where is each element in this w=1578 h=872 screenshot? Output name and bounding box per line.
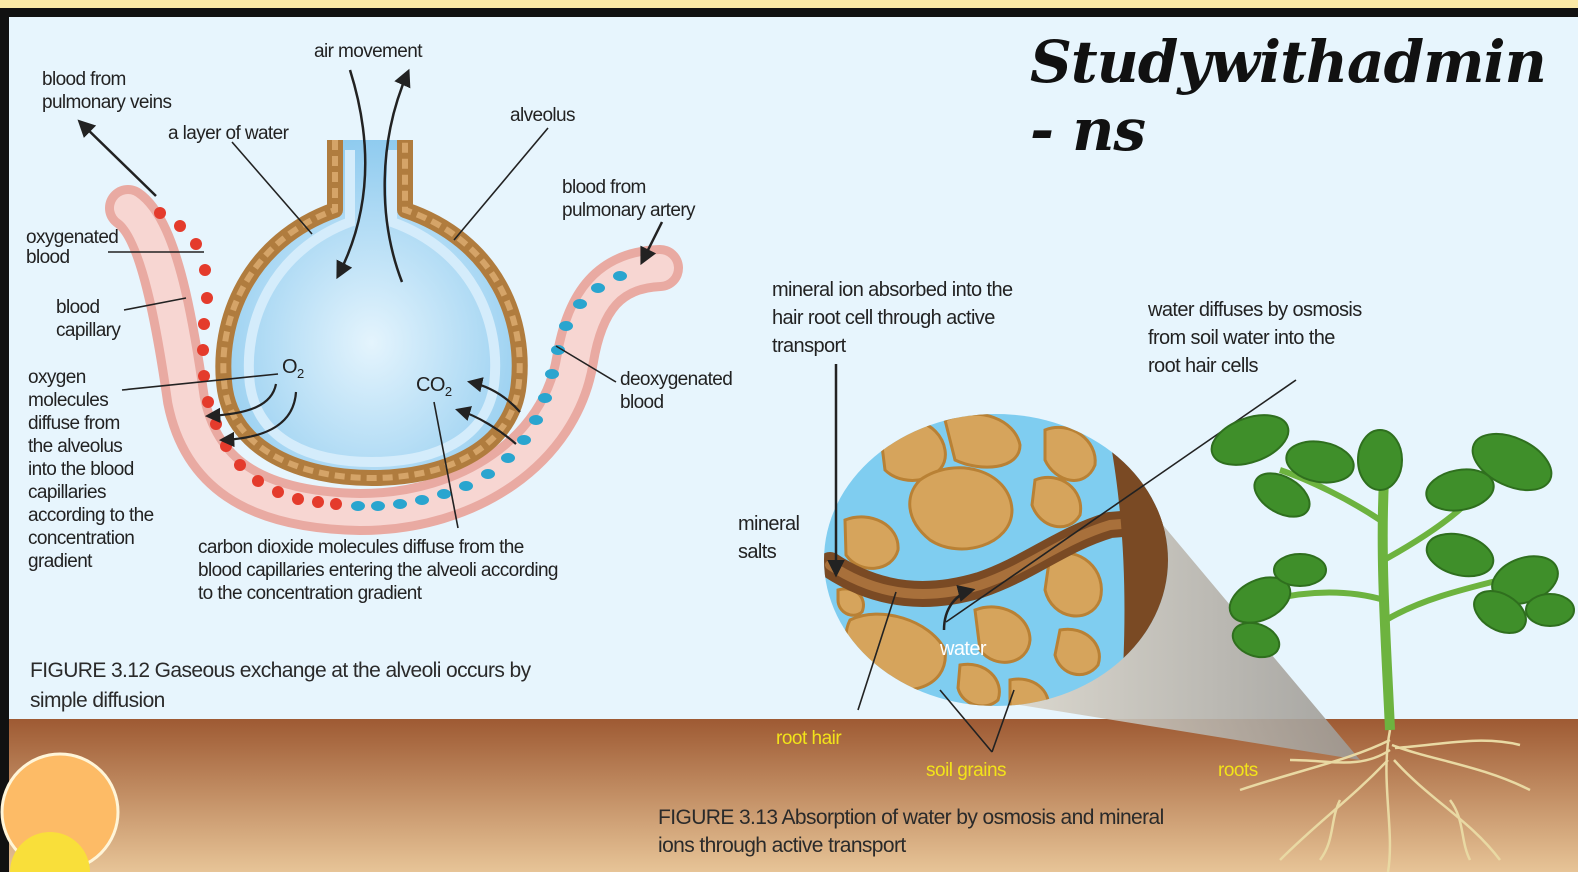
co2-label: CO2 bbox=[416, 374, 451, 403]
plant-stem bbox=[1383, 480, 1390, 730]
o2-label: O2 bbox=[282, 356, 304, 385]
veins-arrow bbox=[80, 122, 156, 196]
carbon-dioxide-note: carbon dioxide molecules diffuse from th… bbox=[198, 536, 558, 605]
air-movement-label: air movement bbox=[314, 40, 422, 63]
oxygenated-blood-label: oxygenated blood bbox=[26, 228, 118, 268]
layer-of-water-label: a layer of water bbox=[168, 122, 288, 145]
oxygen-diffusion-note: oxygen molecules diffuse from the alveol… bbox=[28, 366, 154, 573]
watermark-text: Studywithadmin - ns bbox=[1030, 28, 1578, 164]
alveolus-label: alveolus bbox=[510, 104, 575, 127]
water-osmosis-note: water diffuses by osmosis from soil wate… bbox=[1148, 296, 1362, 380]
roots-label: roots bbox=[1218, 760, 1258, 782]
blood-from-veins-label: blood from pulmonary veins bbox=[42, 68, 171, 114]
water-label: water bbox=[940, 638, 986, 661]
root-hair-label: root hair bbox=[776, 728, 841, 750]
soil-grains-label: soil grains bbox=[926, 760, 1006, 782]
blood-capillary-label: blood capillary bbox=[56, 296, 120, 342]
mineral-ion-note: mineral ion absorbed into the hair root … bbox=[772, 276, 1013, 360]
figure-3-13-caption: FIGURE 3.13 Absorption of water by osmos… bbox=[658, 804, 1164, 860]
mineral-salts-label: mineral salts bbox=[738, 510, 799, 566]
deoxygenated-blood-label: deoxygenated blood bbox=[620, 368, 732, 414]
figure-3-12-caption: FIGURE 3.12 Gaseous exchange at the alve… bbox=[30, 656, 530, 716]
blood-from-artery-label: blood from pulmonary artery bbox=[562, 176, 695, 222]
